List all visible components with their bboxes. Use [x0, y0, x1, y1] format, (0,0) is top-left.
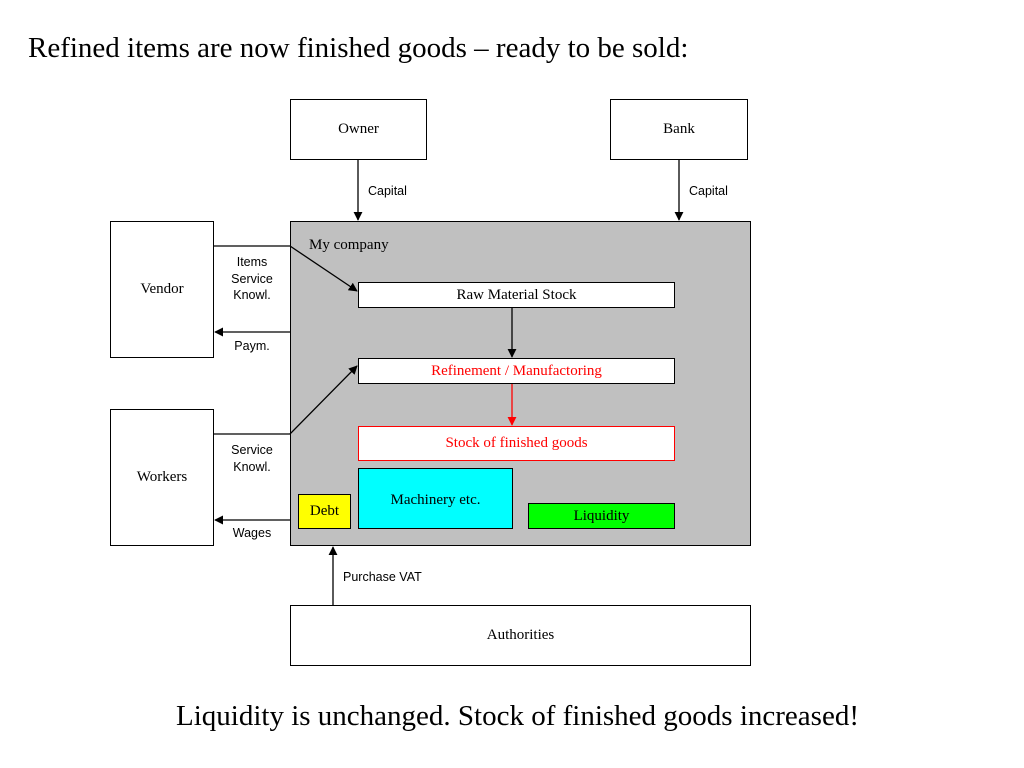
- bank-label: Bank: [663, 121, 695, 137]
- workers-service-line-1: Service: [231, 443, 273, 457]
- workers-service-label: Service Knowl.: [222, 442, 282, 475]
- vendor-items-label: Items Service Knowl.: [222, 254, 282, 304]
- slide-heading: Refined items are now finished goods – r…: [28, 32, 689, 64]
- vendor-items-line-3: Knowl.: [233, 288, 271, 302]
- vendor-box: Vendor: [110, 221, 214, 358]
- vendor-items-line-2: Service: [231, 271, 273, 286]
- owner-label: Owner: [338, 121, 379, 137]
- raw-material-stock-label: Raw Material Stock: [456, 286, 577, 303]
- debt-box: Debt: [298, 494, 351, 529]
- bank-capital-label: Capital: [689, 184, 728, 198]
- workers-service-line-2: Knowl.: [233, 459, 271, 474]
- bank-box: Bank: [610, 99, 748, 160]
- authorities-box: Authorities: [290, 605, 751, 666]
- finished-goods-box: Stock of finished goods: [358, 426, 675, 461]
- liquidity-label: Liquidity: [573, 507, 630, 524]
- liquidity-box: Liquidity: [528, 503, 675, 529]
- vendor-label: Vendor: [140, 281, 184, 297]
- workers-wages-label: Wages: [232, 526, 272, 540]
- vendor-payment-label: Paym.: [234, 339, 270, 353]
- slide-footer: Liquidity is unchanged. Stock of finishe…: [176, 700, 859, 732]
- machinery-label: Machinery etc.: [390, 492, 481, 508]
- workers-service-arrow: [214, 365, 358, 435]
- debt-label: Debt: [309, 503, 340, 519]
- workers-box: Workers: [110, 409, 214, 546]
- vendor-items-line-1: Items: [236, 255, 268, 269]
- authorities-label: Authorities: [486, 627, 555, 643]
- machinery-box: Machinery etc.: [358, 468, 513, 529]
- owner-box: Owner: [290, 99, 427, 160]
- company-title: My company: [309, 237, 389, 253]
- raw-material-stock-box: Raw Material Stock: [358, 282, 675, 308]
- finished-goods-label: Stock of finished goods: [445, 435, 588, 451]
- owner-capital-label: Capital: [368, 184, 407, 198]
- workers-label: Workers: [136, 469, 188, 485]
- refinement-label: Refinement / Manufactoring: [431, 362, 602, 379]
- refinement-box: Refinement / Manufactoring: [358, 358, 675, 384]
- authorities-vat-label: Purchase VAT: [343, 570, 422, 584]
- vendor-items-arrow: [214, 245, 358, 292]
